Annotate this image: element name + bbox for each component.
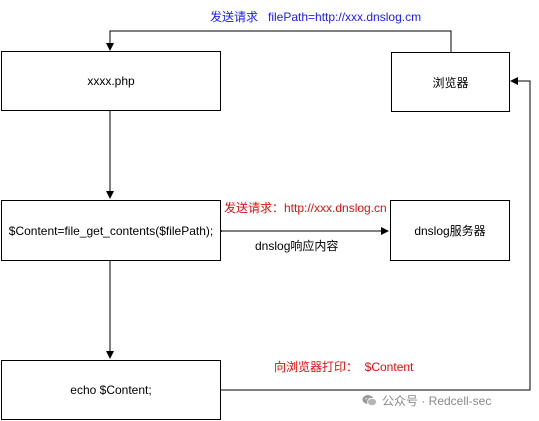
node-content-call: $Content=file_get_contents($filePath); xyxy=(1,200,221,261)
wechat-icon xyxy=(362,395,377,407)
node-echo-content: echo $Content; xyxy=(1,360,221,420)
node-php-file: xxxx.php xyxy=(1,51,221,111)
edge-label-send-request-dns: 发送请求：http://xxx.dnslog.cn xyxy=(224,201,387,215)
edge-echo-to-browser xyxy=(221,77,531,391)
edge-label-dnslog-response: dnslog响应内容 xyxy=(255,239,339,253)
node-content-call-label: $Content=file_get_contents($filePath); xyxy=(8,223,214,238)
edge-browser-to-php xyxy=(106,30,452,52)
node-dnslog-server-label: dnslog服务器 xyxy=(414,224,486,238)
node-php-file-label: xxxx.php xyxy=(87,74,135,88)
node-browser-label: 浏览器 xyxy=(432,75,469,90)
node-browser: 浏览器 xyxy=(391,52,510,112)
watermark: 公众号 · Redcell-sec xyxy=(362,392,491,409)
node-echo-content-label: echo $Content; xyxy=(70,383,152,397)
watermark-text: 公众号 · Redcell-sec xyxy=(382,394,492,408)
edge-label-send-request-top: 发送请求 filePath=http://xxx.dnslog.cm xyxy=(210,10,422,24)
edge-label-print-to-browser: 向浏览器打印： $Content xyxy=(274,360,414,374)
node-dnslog-server: dnslog服务器 xyxy=(390,200,510,261)
